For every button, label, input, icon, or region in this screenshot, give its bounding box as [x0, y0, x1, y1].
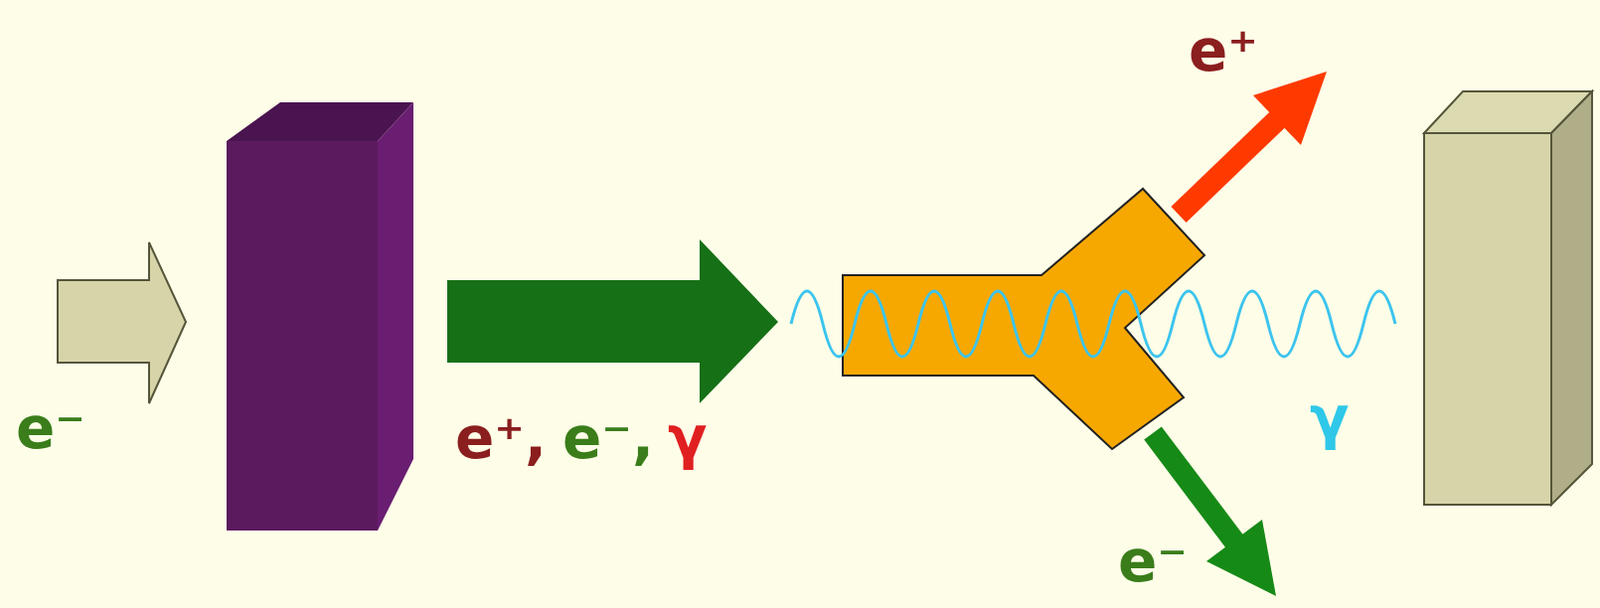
positron-arrow-head — [1253, 71, 1327, 146]
target-block — [226, 141, 378, 531]
target-side — [377, 102, 414, 531]
magnet — [842, 188, 1205, 450]
particle-label: γ — [1309, 389, 1350, 448]
electron-arrow-shaft — [1152, 433, 1239, 547]
photon-wave — [791, 291, 1396, 357]
mixed-beam-arrow — [447, 239, 779, 404]
detector-block — [1424, 133, 1552, 505]
positron-arrow-shaft — [1178, 115, 1282, 215]
beam-arrow — [57, 242, 186, 404]
particle-label: e⁻ — [1118, 532, 1188, 591]
particle-label: e⁻ — [15, 399, 86, 458]
detector-side — [1551, 91, 1593, 505]
particle-label: γ — [667, 409, 708, 468]
particle-label: e⁺, — [455, 409, 547, 468]
particle-label: e⁻, — [562, 409, 654, 468]
electron-arrow-head — [1206, 519, 1277, 597]
particle-label: e⁺ — [1188, 21, 1259, 80]
